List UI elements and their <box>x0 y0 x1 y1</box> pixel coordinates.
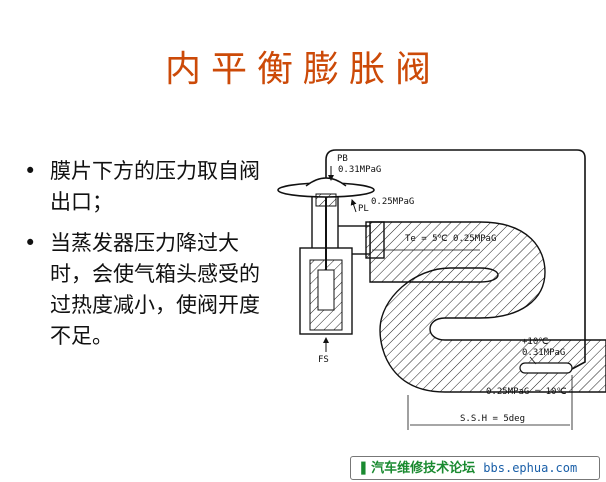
label-bulb-pressure: 0.31MPaG <box>522 348 565 358</box>
diaphragm-plate <box>315 193 337 207</box>
bullet-dot-icon: • <box>24 159 37 183</box>
capillary-tube <box>325 149 586 370</box>
bullet-text: 当蒸发器压力降过大时，会使气箱头感受的过热度减小，使阀开度不足。 <box>50 231 260 348</box>
valve-outlet-nut <box>365 221 385 259</box>
bullet-item: • 当蒸发器压力降过大时，会使气箱头感受的过热度减小，使阀开度不足。 <box>22 228 262 352</box>
slide-title: 内平衡膨胀阀 <box>164 49 441 90</box>
bullet-dot-icon: • <box>24 231 37 255</box>
label-bulb-temp: +10℃ <box>522 337 548 347</box>
label-evaporator: Te = 5℃ 0.25MPaG <box>405 234 496 244</box>
valve-spring <box>317 269 335 311</box>
label-pb: PB <box>337 154 348 164</box>
bullet-item: • 膜片下方的压力取自阀出口； <box>22 156 262 218</box>
label-pl-value: 0.25MPaG <box>371 197 414 207</box>
bulb-leader <box>529 356 537 365</box>
forum-watermark: ▐ 汽车维修技术论坛 bbs.ephua.com <box>350 456 600 480</box>
label-ssh: S.S.H = 5deg <box>460 414 525 424</box>
label-pl: PL <box>358 204 369 214</box>
watermark-url: bbs.ephua.com <box>483 461 578 475</box>
label-outlet: 0.25MPaG = 10℃ <box>486 387 567 397</box>
label-fs: FS <box>318 355 329 365</box>
watermark-forum-name: 汽车维修技术论坛 <box>371 461 476 476</box>
sensing-bulb <box>519 362 573 374</box>
pl-arrow <box>350 199 357 213</box>
bullet-list: • 膜片下方的压力取自阀出口； • 当蒸发器压力降过大时，会使气箱头感受的过热度… <box>22 156 262 362</box>
label-pb-value: 0.31MPaG <box>338 165 381 175</box>
diaphragm-dome <box>305 177 347 187</box>
bullet-text: 膜片下方的压力取自阀出口； <box>50 159 260 214</box>
evaporator-coil <box>369 221 606 393</box>
watermark-tab-icon: ▐ <box>357 462 366 475</box>
